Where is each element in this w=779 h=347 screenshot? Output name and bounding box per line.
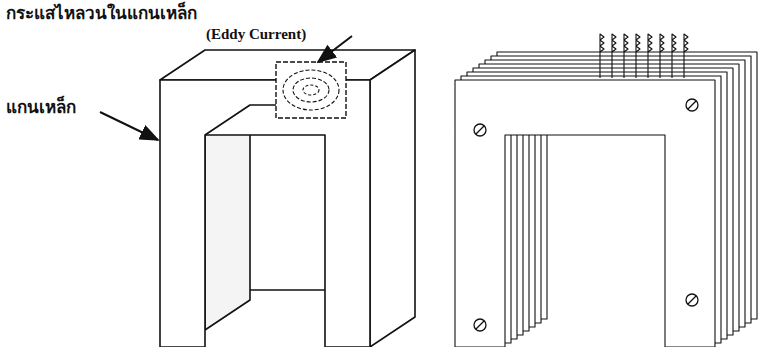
eddy-current-section (276, 62, 346, 118)
label-text: (Eddy Current) (206, 26, 306, 43)
lamination-edge (612, 34, 616, 78)
lamination-edge (684, 34, 688, 78)
label-text: แกนเหล็ก (6, 98, 76, 118)
lamination-edge (648, 34, 652, 78)
screw (474, 99, 698, 331)
lamination-edge (660, 34, 664, 78)
solid-core (160, 50, 415, 347)
lamination-edge (600, 34, 604, 78)
leader-arrow (318, 36, 352, 62)
laminated-core (455, 34, 757, 347)
lamination-edge (624, 34, 628, 78)
label-text: กระแสไหลวนในแกนเหล็ก (6, 4, 197, 24)
lamination-plate (455, 80, 715, 347)
leader-arrow (100, 112, 158, 140)
lamination-edge (672, 34, 676, 78)
lamination-edge (636, 34, 640, 78)
